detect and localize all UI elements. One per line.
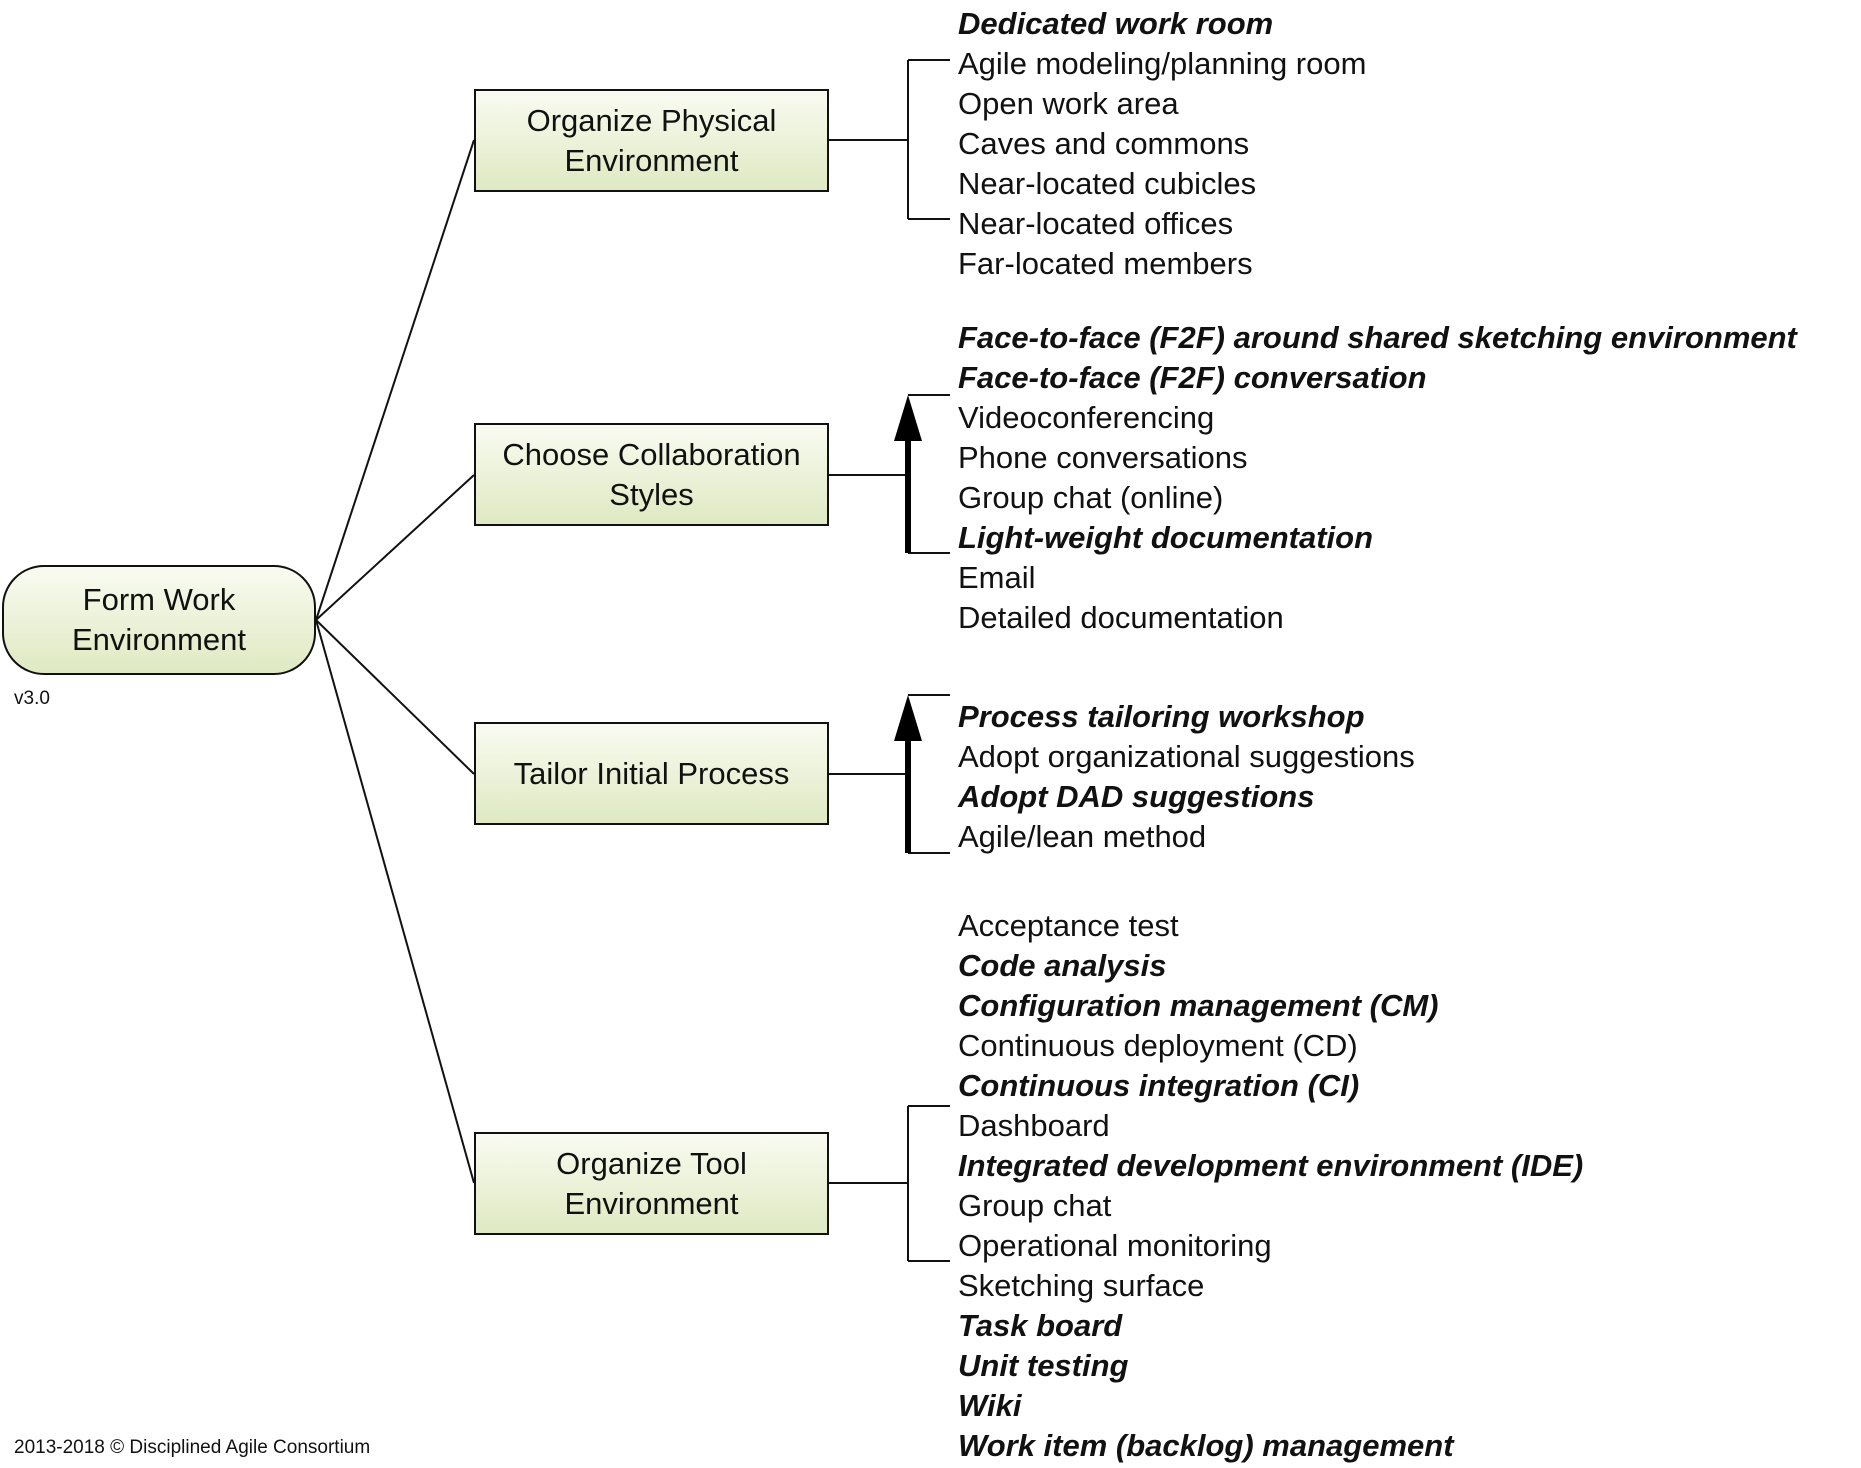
option-process-2: Adopt DAD suggestions xyxy=(958,779,1315,814)
option-tools-0: Acceptance test xyxy=(958,908,1179,943)
root-node-label: Form Work Environment xyxy=(71,582,247,657)
option-physical-1: Agile modeling/planning room xyxy=(958,46,1367,81)
option-process-3: Agile/lean method xyxy=(958,819,1207,854)
option-tools-2: Configuration management (CM) xyxy=(958,988,1439,1023)
option-tools-7: Group chat xyxy=(958,1188,1112,1223)
option-tools-8: Operational monitoring xyxy=(958,1228,1272,1263)
option-physical-4: Near-located cubicles xyxy=(958,166,1257,201)
option-physical-0: Dedicated work room xyxy=(958,6,1274,41)
option-process-1: Adopt organizational suggestions xyxy=(958,739,1415,774)
option-collaboration-2: Videoconferencing xyxy=(958,400,1215,435)
goal-box-tools: Organize Tool Environment xyxy=(474,1132,829,1235)
option-tools-3: Continuous deployment (CD) xyxy=(958,1028,1358,1063)
root-to-collaboration-line xyxy=(315,474,475,621)
option-tools-11: Unit testing xyxy=(958,1348,1129,1383)
goal-label-tools: Organize Tool Environment xyxy=(556,1145,747,1221)
option-physical-5: Near-located offices xyxy=(958,206,1234,241)
option-tools-12: Wiki xyxy=(958,1388,1022,1423)
option-collaboration-3: Phone conversations xyxy=(958,440,1248,475)
goal-box-physical: Organize Physical Environment xyxy=(474,89,829,192)
option-collaboration-1: Face-to-face (F2F) conversation xyxy=(958,360,1427,395)
goal-label-process: Tailor Initial Process xyxy=(513,755,790,791)
root-node-form-work-environment: Form Work Environment xyxy=(2,565,316,675)
version-label: v3.0 xyxy=(14,688,50,709)
option-collaboration-7: Detailed documentation xyxy=(958,600,1284,635)
copyright-label: 2013-2018 © Disciplined Agile Consortium xyxy=(14,1437,371,1458)
option-physical-2: Open work area xyxy=(958,86,1179,121)
option-collaboration-4: Group chat (online) xyxy=(958,480,1224,515)
option-collaboration-5: Light-weight documentation xyxy=(958,520,1374,555)
root-to-tools-line xyxy=(315,619,475,1184)
goal-box-process: Tailor Initial Process xyxy=(474,722,829,825)
root-to-process-line xyxy=(315,619,475,775)
option-tools-5: Dashboard xyxy=(958,1108,1110,1143)
goal-label-physical: Organize Physical Environment xyxy=(526,102,777,178)
goal-label-collaboration: Choose Collaboration Styles xyxy=(502,436,801,512)
option-tools-4: Continuous integration (CI) xyxy=(958,1068,1360,1103)
option-physical-3: Caves and commons xyxy=(958,126,1250,161)
process-order-arrow-head xyxy=(894,695,922,741)
goal-box-collaboration: Choose Collaboration Styles xyxy=(474,423,829,526)
option-tools-1: Code analysis xyxy=(958,948,1167,983)
option-physical-6: Far-located members xyxy=(958,246,1253,281)
option-tools-6: Integrated development environment (IDE) xyxy=(958,1148,1584,1183)
option-collaboration-6: Email xyxy=(958,560,1036,595)
option-tools-9: Sketching surface xyxy=(958,1268,1205,1303)
option-process-0: Process tailoring workshop xyxy=(958,699,1365,734)
collaboration-order-arrow-head xyxy=(894,395,922,441)
option-collaboration-0: Face-to-face (F2F) around shared sketchi… xyxy=(958,320,1797,355)
root-to-physical-line xyxy=(315,139,475,621)
option-tools-10: Task board xyxy=(958,1308,1123,1343)
option-tools-13: Work item (backlog) management xyxy=(958,1428,1454,1463)
